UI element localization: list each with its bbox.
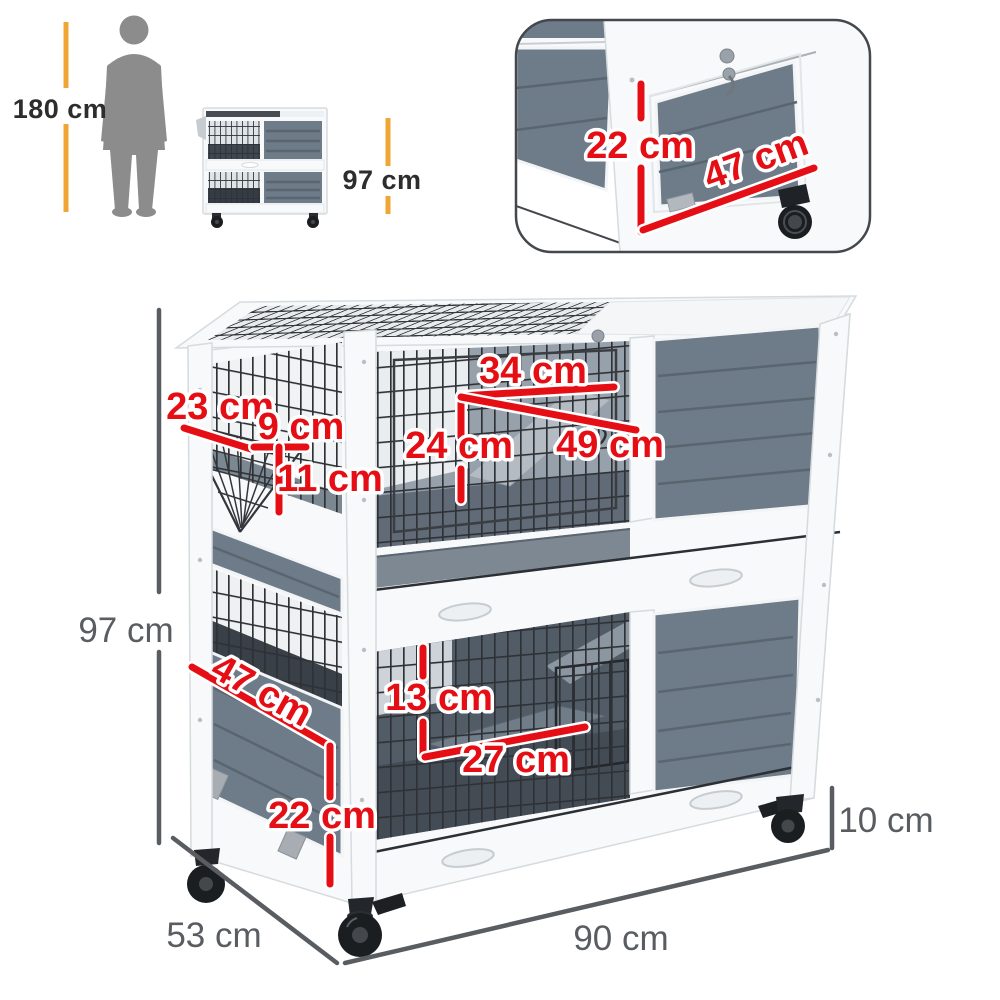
dim-overall-height-label: 97 cm <box>78 611 173 650</box>
lower-tray-handle-right <box>689 790 743 810</box>
dim-platform-height-label: 13 cm <box>385 677 493 719</box>
dim-overall-depth: 53 cm <box>166 835 340 966</box>
dim-hay-rack-height: 11 cm <box>273 441 386 518</box>
inset-caster-wheel <box>778 184 812 239</box>
dim-side-panel-height-label: 22 cm <box>268 795 376 837</box>
dim-hay-rack-opening: 9 cm <box>248 403 348 453</box>
dim-ramp-height: 24 cm <box>402 391 516 506</box>
dim-ramp-top-length: 34 cm <box>455 347 620 402</box>
thumbnail-height-label: 97 cm <box>342 165 421 195</box>
frame-screws <box>197 331 839 803</box>
lower-tier-front <box>373 596 811 868</box>
dim-overall-depth-label: 53 cm <box>166 916 261 955</box>
human-height-dimension: 180 cm <box>13 22 108 212</box>
front-right-post <box>789 312 851 802</box>
dim-ramp-height-label: 24 cm <box>405 425 513 467</box>
dim-hay-rack-height-label: 11 cm <box>277 458 383 500</box>
human-height-label: 180 cm <box>13 94 108 124</box>
dim-wheel-height-label: 10 cm <box>838 801 933 840</box>
upper-tray-handle-right <box>689 568 743 588</box>
dim-wheel-height: 10 cm <box>829 785 934 851</box>
dim-overall-width-label: 90 cm <box>573 919 668 958</box>
main-product-illustration <box>173 295 858 957</box>
side-lower-mesh <box>210 568 342 708</box>
inset-door-width-dimension <box>637 162 820 236</box>
scale-comparison-section: 180 cm 97 cm <box>13 15 421 228</box>
dim-overall-width: 90 cm <box>342 847 831 966</box>
hay-rack <box>185 422 301 533</box>
dim-ramp-length-label: 49 cm <box>556 424 664 466</box>
upper-tray-handle <box>438 602 492 622</box>
dim-side-panel-height: 22 cm <box>265 740 379 890</box>
lower-slat-panel <box>652 596 802 794</box>
front-left-caster-wheel <box>338 893 406 957</box>
lower-mesh-door <box>374 612 630 840</box>
inset-illustration <box>516 20 870 252</box>
dim-hay-rack-opening-label: 9 cm <box>258 406 345 448</box>
thumbnail-height-dimension: 97 cm <box>342 118 421 214</box>
dim-ramp-top-length-label: 34 cm <box>479 350 587 392</box>
side-hinge-lower <box>277 828 307 860</box>
overall-dimension-annotations: 97 cm 53 cm 90 cm 10 cm <box>78 307 934 966</box>
dim-ramp-length: 49 cm <box>455 391 667 470</box>
dim-platform-width-label: 27 cm <box>462 739 570 781</box>
inset-latch-icon <box>719 48 736 97</box>
upper-slat-panel <box>652 324 822 522</box>
dim-overall-height: 97 cm <box>78 307 174 846</box>
dim-platform-width: 27 cm <box>419 721 591 785</box>
dim-hay-rack-depth-label: 23 cm <box>166 386 274 428</box>
hutch-side-detail <box>185 342 344 860</box>
dim-platform-height: 13 cm <box>382 642 496 762</box>
detail-inset: 22 cm 47 cm <box>514 18 872 254</box>
human-silhouette-icon <box>101 15 167 217</box>
product-thumbnail <box>196 107 328 228</box>
inset-door-height-label: 22 cm <box>586 125 694 167</box>
dim-hay-rack-depth: 23 cm <box>163 383 277 455</box>
lower-tray-handle <box>441 848 495 868</box>
front-right-caster-wheel <box>758 794 805 843</box>
